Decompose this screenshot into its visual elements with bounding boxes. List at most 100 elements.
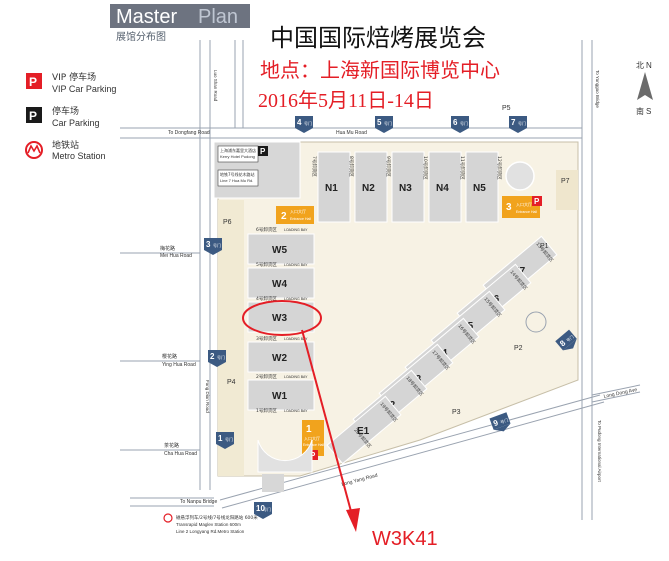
office-complex: 上海浦东嘉里大酒店 Kerry Hotel Pudong 地铁7号线花木路站 L… [213, 141, 301, 199]
callout-arrow-head-icon [346, 508, 360, 532]
svg-text:P: P [310, 451, 316, 460]
hall-label: W5 [272, 245, 287, 256]
svg-text:Entrance Hall: Entrance Hall [516, 210, 537, 214]
road-meihua-zh: 梅花路 [160, 245, 175, 252]
hall-n2 [354, 151, 388, 223]
compass: 北 N 南 S [636, 61, 653, 116]
hall-label: N1 [325, 183, 338, 194]
w3-highlight-ellipse [242, 300, 322, 336]
metro-icon [25, 141, 43, 159]
legend-parking-zh: 停车场 [52, 105, 79, 117]
entrance-hall-1: 1 入口大厅 Entrance Hall [302, 420, 324, 456]
loading-bay-en: LOADING BAY [284, 375, 308, 379]
compass-south: 南 [636, 106, 644, 116]
gate-number: 6 [453, 118, 458, 127]
gate-suffix: 号门 [384, 120, 392, 126]
east-halls: E7E6E5E4E3E2E113号卸货区14号卸货区15号卸货区16号卸货区17… [326, 235, 558, 465]
svg-text:入口大厅: 入口大厅 [516, 201, 532, 207]
hall-label: W1 [272, 391, 287, 402]
hall-n1 [317, 151, 351, 223]
svg-text:Entrance Hall: Entrance Hall [303, 443, 324, 447]
loading-bay-label: 4号卸货区 [256, 295, 277, 302]
west-parking-strip [218, 200, 244, 476]
legend: P VIP 停车场 VIP Car Parking P 停车场 Car Park… [25, 71, 116, 161]
hall-label: N4 [436, 183, 449, 194]
svg-text:3: 3 [506, 202, 512, 213]
loading-bay-label: 9号卸货区 [385, 156, 392, 177]
road-yanggao: To Yanggao Bridge [595, 70, 600, 108]
road-chahua-zh: 茶花路 [164, 442, 179, 449]
hall-w4 [247, 267, 315, 299]
road-fangdian: Fang Dian Road [205, 380, 210, 413]
road-luoshan: Luo Shan Road [213, 70, 218, 102]
gate-number: 1 [218, 434, 223, 443]
parking-vip-icon [532, 196, 542, 206]
loading-bay-label: 8号卸货区 [348, 156, 355, 177]
callout-arrow-line [301, 329, 353, 516]
gate-suffix: 号门 [304, 120, 312, 126]
svg-text:1: 1 [306, 424, 312, 435]
svg-text:Entrance Hall: Entrance Hall [290, 217, 311, 221]
gate-suffix: 号门 [217, 354, 225, 360]
gate-suffix: 号门 [565, 333, 575, 343]
legend-vip-zh: VIP 停车场 [52, 71, 96, 83]
metro-icon-m [27, 144, 41, 154]
parking-P3: P3 [452, 409, 461, 416]
road-longyang: Long Yang Road [341, 472, 379, 487]
svg-text:入口大厅: 入口大厅 [290, 208, 306, 214]
road-hua-mu: Hua Mu Road [336, 130, 367, 136]
parking-office-icon [258, 146, 268, 156]
hall-label: E1 [357, 426, 370, 437]
gate-number: 8 [558, 338, 568, 348]
legend-metro-zh: 地铁站 [52, 139, 79, 151]
hall-label: N3 [399, 183, 412, 194]
gate-suffix: 号门 [518, 120, 526, 126]
plaza-east-round [525, 311, 547, 333]
south-building [262, 474, 284, 492]
hall-label: N2 [362, 183, 375, 194]
compass-north: 北 [636, 61, 644, 70]
parking-p-red-glyph: P [29, 75, 37, 89]
svg-text:2: 2 [281, 211, 287, 222]
hall-n4 [428, 151, 462, 223]
gate-number: 10 [256, 504, 265, 513]
hotel-zh: 上海浦东嘉里大酒店 [220, 147, 256, 153]
loading-bay-label: 11号卸货区 [459, 156, 466, 180]
master-plan-title-1: Master [116, 6, 177, 28]
gate-suffix: 号门 [213, 242, 221, 248]
hall-label: N5 [473, 183, 486, 194]
metro-line7-zh: 地铁7号线花木路站 [220, 171, 255, 177]
parking-p-red-icon [26, 73, 42, 89]
event-dates: 2016年5月11日-14日 [258, 89, 434, 112]
loading-bay-en: LOADING BAY [284, 337, 308, 341]
entrance-hall-3: 3 入口大厅 Entrance Hall P [502, 196, 542, 218]
gate-suffix: 号门 [225, 436, 233, 442]
loading-bay-label: 3号卸货区 [256, 335, 277, 342]
metro-line7-en: Line 7 Hua Mu Rd. [220, 178, 253, 183]
road-yinghua-zh: 樱花路 [162, 353, 177, 360]
booth-callout: W3K41 [372, 528, 438, 550]
road-nanpu: To Nanpu Bridge [180, 499, 217, 505]
hall-n5 [465, 151, 499, 223]
svg-text:P: P [534, 197, 540, 206]
loading-bay-label: 2号卸货区 [256, 373, 277, 380]
hall-label: W4 [272, 279, 287, 290]
legend-vip-en: VIP Car Parking [52, 84, 116, 94]
legend-metro-en: Metro Station [52, 151, 106, 161]
master-plan-title-bar [110, 4, 250, 28]
event-title: 中国国际焙烤展览会 [270, 24, 486, 52]
event-location: 地点：上海新国际博览中心 [260, 58, 500, 82]
parking-P1: P1 [540, 243, 549, 250]
entrance-hall-2: 2 入口大厅 Entrance Hall [276, 206, 314, 224]
parking-P6: P6 [223, 219, 232, 226]
gate-suffix: 号门 [460, 120, 468, 126]
svg-text:P: P [260, 147, 266, 156]
road-pudong: To Pudong International Airport [597, 420, 602, 483]
parking-p-black-glyph: P [29, 109, 37, 123]
road-chahua: Cha Hua Road [164, 451, 197, 457]
loading-bay-label: 7号卸货区 [311, 156, 318, 177]
